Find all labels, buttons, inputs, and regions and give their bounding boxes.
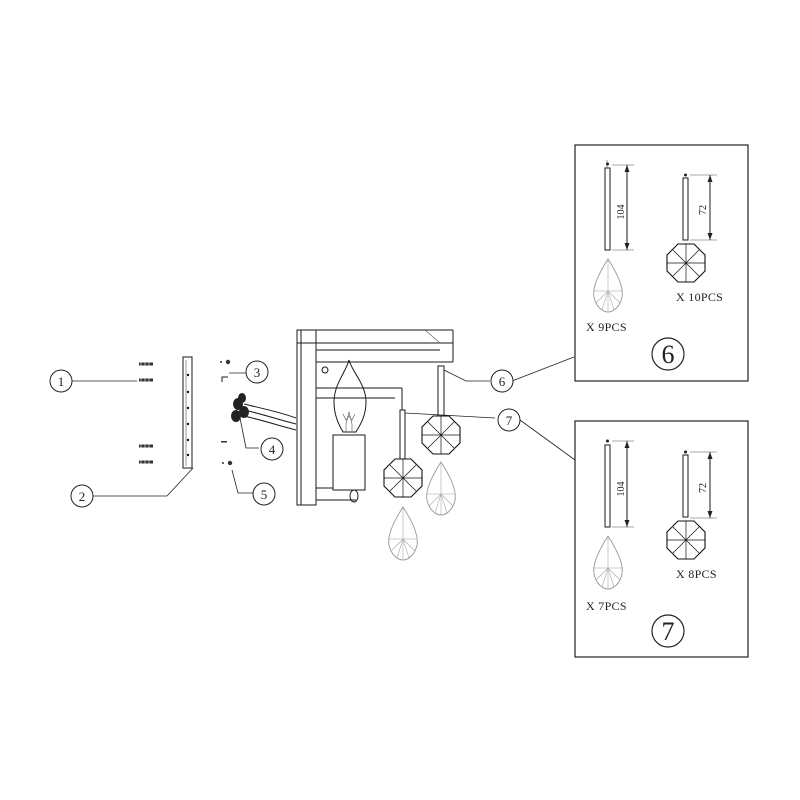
callout-4: 4 [260,437,284,461]
svg-text:4: 4 [269,442,276,457]
callout-2: 2 [70,484,94,508]
svg-text:5: 5 [261,487,268,502]
wall-lamp-body [296,329,454,506]
screws-part [138,361,154,465]
svg-text:72: 72 [698,483,709,493]
wire-connectors-part [231,393,297,431]
leader-lines [72,356,576,497]
callout-1: 1 [49,369,73,393]
lamp-crystal-strands [383,365,461,561]
callout-3: 3 [245,360,269,384]
svg-text:1: 1 [58,374,65,389]
nut-part [220,359,233,466]
callout-6: 6 [490,369,514,393]
octagon-qty-7: X 8PCS [676,567,717,581]
callout-5: 5 [252,482,276,506]
pendant-qty-7: X 7PCS [586,599,627,613]
svg-text:104: 104 [616,482,627,497]
svg-text:7: 7 [506,413,513,428]
box-label-7: 7 [662,617,675,646]
callout-7: 7 [497,408,521,432]
svg-text:72: 72 [698,205,709,215]
mounting-bracket-part [182,356,193,469]
pendant-qty-6: X 9PCS [586,320,627,334]
detail-box-7: 104 72 X 7PCS X 8PCS 7 [574,420,749,658]
svg-text:6: 6 [499,374,506,389]
detail-box-6: 104 72 X 9PCS X 10PCS 6 [574,144,749,382]
svg-text:104: 104 [616,205,627,220]
box-label-6: 6 [662,340,675,369]
svg-text:2: 2 [79,489,86,504]
svg-text:3: 3 [254,365,261,380]
octagon-qty-6: X 10PCS [676,290,723,304]
